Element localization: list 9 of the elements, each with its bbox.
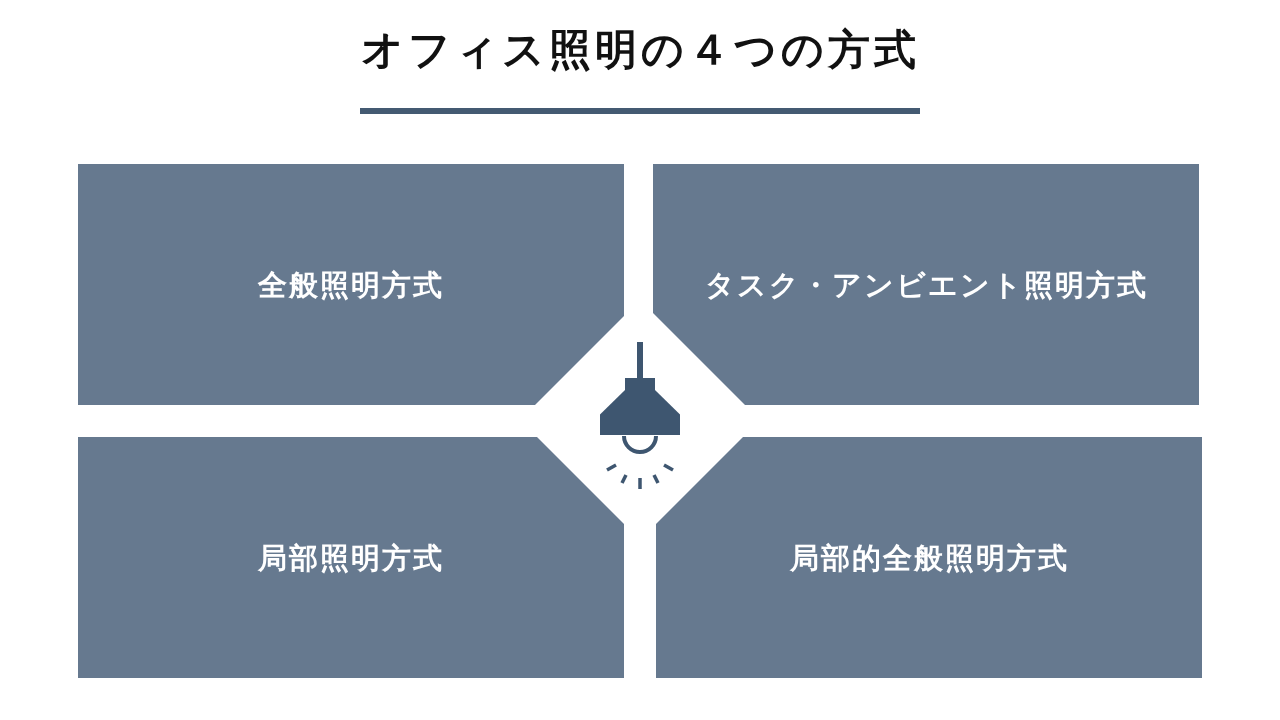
panel-heading: 局部照明方式 <box>258 539 444 577</box>
panel-heading: タスク・アンビエント照明方式 <box>704 266 1148 304</box>
title: オフィス照明の４つの方式 <box>359 24 921 76</box>
category-panel <box>653 164 1199 405</box>
category-panel <box>78 164 624 405</box>
category-panel <box>78 437 624 678</box>
category-panel <box>656 437 1202 678</box>
panel-heading: 全般照明方式 <box>258 266 444 304</box>
panel-heading: 局部的全般照明方式 <box>789 539 1069 577</box>
